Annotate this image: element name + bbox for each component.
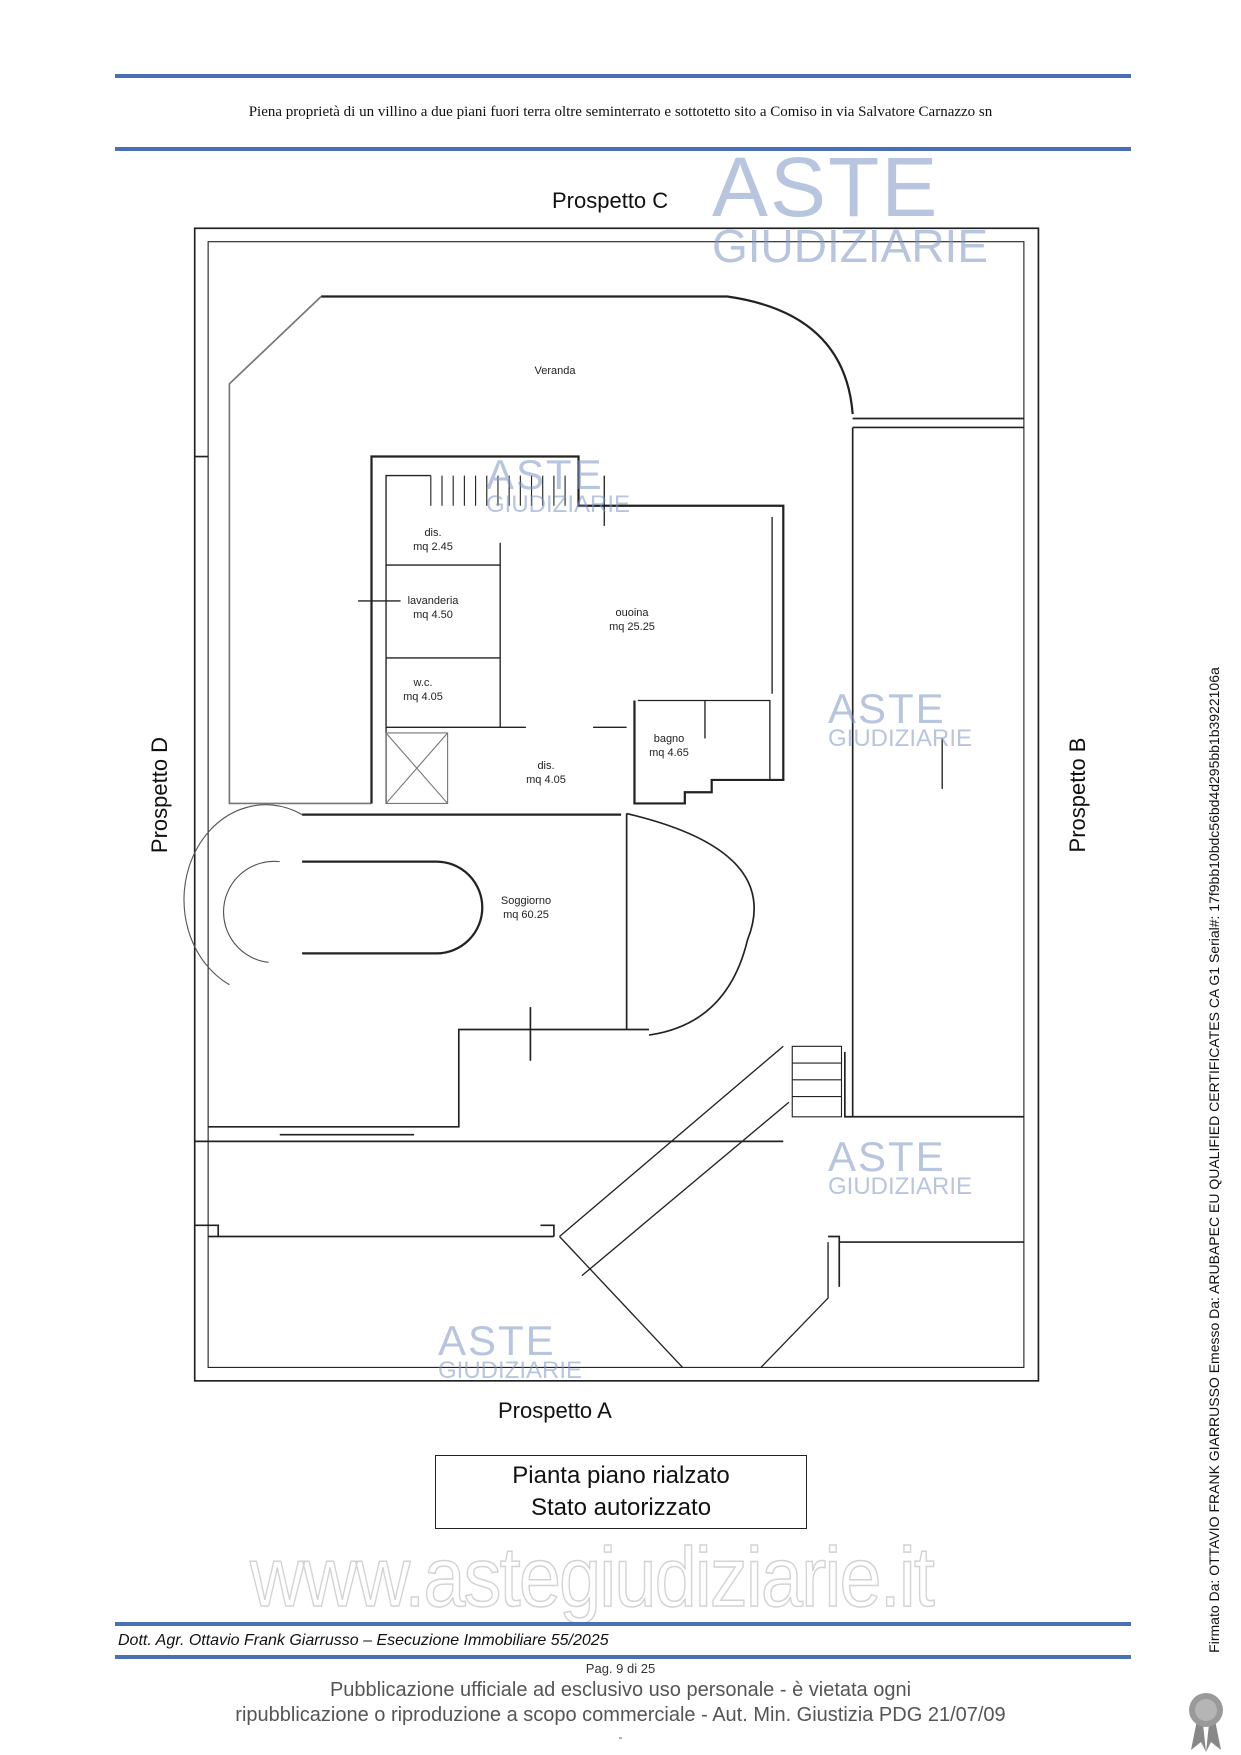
side-wall [828, 1235, 1024, 1287]
site-watermark: www.astegiudiziarie.it [249, 1530, 935, 1624]
room-label-dis-2: dis.mq 4.05 [526, 760, 566, 786]
plan-caption-box: Pianta piano rialzato Stato autorizzato [435, 1455, 807, 1529]
spiral-stair [183, 804, 303, 986]
footer-rule-top [115, 1622, 1131, 1626]
external-stairs [559, 1045, 829, 1368]
lower-walls [194, 1007, 784, 1143]
elevation-label-right: Prospetto B [1065, 737, 1090, 853]
page-number: Pag. 9 di 25 [585, 1661, 656, 1676]
header-title: Piena proprietà di un villino a due pian… [248, 104, 993, 120]
plan-caption-line1: Pianta piano rialzato [512, 1462, 730, 1489]
core-walls [370, 455, 785, 805]
veranda-wall [321, 295, 854, 415]
shaft [385, 732, 449, 805]
room-label-wc: w.c.mq 4.05 [403, 677, 443, 703]
inner-stair [430, 475, 566, 506]
header-rule-top [115, 74, 1131, 78]
oval-stair-opening [302, 860, 484, 955]
room-label-veranda: Veranda [534, 365, 576, 377]
elevation-label-top: Prospetto C [552, 188, 669, 213]
curved-wall [625, 812, 755, 1036]
footer-dash: - [618, 1730, 623, 1744]
publication-notice-line1: Pubblicazione ufficiale ad esclusivo uso… [329, 1679, 912, 1701]
terrace-edge [194, 1224, 555, 1238]
interior-walls [385, 474, 773, 804]
veranda-edge [228, 295, 372, 805]
header-rule-bottom [115, 147, 1131, 151]
elevation-label-bottom: Prospetto A [498, 1398, 612, 1423]
side-stair [791, 1045, 843, 1118]
certificate-seal-icon [1189, 1693, 1223, 1752]
publication-notice-line2: ripubblicazione o riproduzione a scopo c… [235, 1704, 1006, 1726]
side-terrace [844, 417, 1024, 1118]
plan-outer-wall [193, 227, 1040, 1382]
plan-inner-wall [207, 241, 1025, 1368]
room-label-dis-1: dis.mq 2.45 [413, 527, 453, 553]
elevation-label-left: Prospetto D [147, 736, 172, 854]
plan-caption-line2: Stato autorizzato [530, 1494, 712, 1521]
footer-author: Dott. Agr. Ottavio Frank Giarrusso – Ese… [118, 1632, 609, 1649]
section-marks [358, 475, 605, 602]
footer-rule-bottom [115, 1655, 1131, 1659]
digital-signature-text: Firmato Da: OTTAVIO FRANK GIARRUSSO Emes… [1206, 667, 1222, 1653]
